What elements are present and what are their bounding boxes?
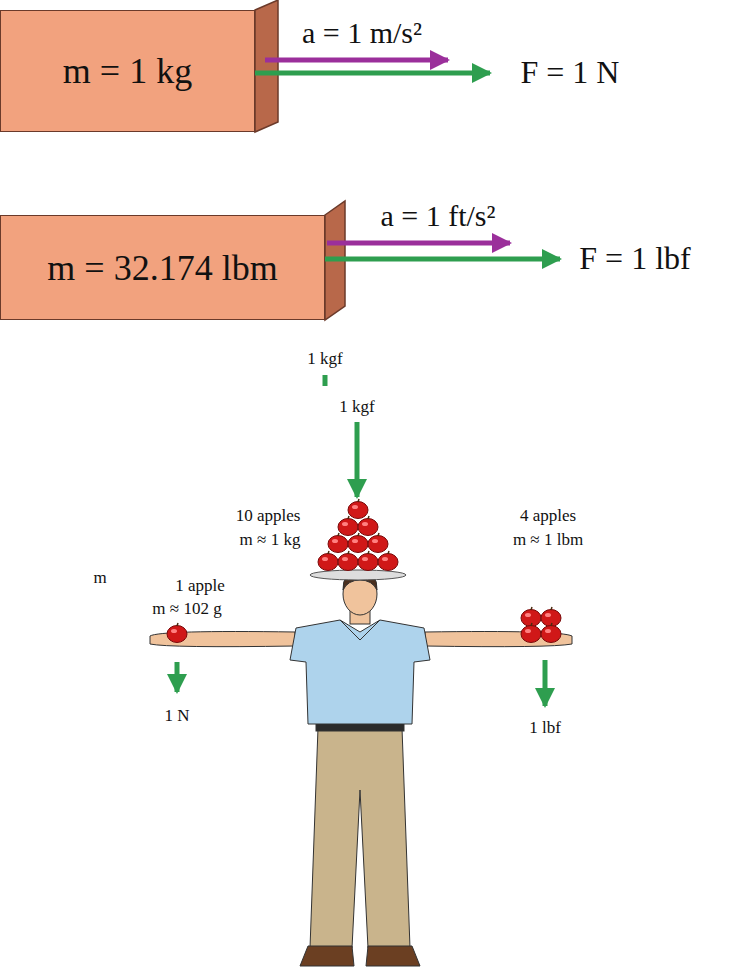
mass-label: m ≈ 102 g — [152, 600, 221, 619]
tray — [310, 570, 406, 580]
apple-count: 4 apples — [520, 507, 576, 526]
apple — [378, 551, 398, 571]
force-tick — [323, 375, 328, 386]
apple — [358, 516, 378, 536]
force-label: 1 N — [164, 707, 189, 726]
man-figure — [150, 572, 572, 966]
apple — [368, 533, 388, 553]
block-side — [255, 0, 278, 132]
force-arrow — [543, 660, 548, 706]
force-arrow — [175, 662, 180, 692]
force-label: 1 lbf — [529, 719, 561, 738]
acceleration-label: a = 1 ft/s² — [380, 199, 495, 232]
force-arrow — [325, 257, 560, 262]
force-label: 1 kgf — [307, 350, 342, 369]
mass-label: m — [93, 569, 106, 588]
apple — [541, 607, 561, 627]
apple — [328, 533, 348, 553]
apple — [167, 623, 187, 643]
apple — [348, 533, 368, 553]
apple — [521, 623, 541, 643]
apple — [318, 551, 338, 571]
mass-label: m = 32.174 lbm — [47, 247, 277, 289]
apple — [521, 607, 541, 627]
acceleration-arrow — [265, 58, 448, 63]
apple — [348, 499, 368, 519]
acceleration-label: a = 1 m/s² — [302, 16, 422, 49]
mass-block: m = 1 kg — [0, 10, 255, 132]
mass-block: m = 32.174 lbm — [0, 215, 325, 320]
force-label: F = 1 N — [521, 55, 620, 90]
apple-count: 1 apple — [175, 577, 225, 596]
apple — [338, 551, 358, 571]
apple — [358, 551, 378, 571]
apple-count: 10 apples — [236, 507, 301, 526]
apple — [338, 516, 358, 536]
force-arrow — [355, 422, 360, 497]
mass-label: m ≈ 1 lbm — [513, 531, 583, 550]
force-label: 1 kgf — [339, 398, 374, 417]
apples — [167, 499, 561, 643]
force-arrow — [255, 71, 490, 76]
mass-label: m ≈ 1 kg — [240, 531, 301, 550]
apple — [541, 623, 561, 643]
force-label: F = 1 lbf — [579, 241, 690, 276]
acceleration-arrow — [327, 241, 510, 246]
mass-label: m = 1 kg — [63, 50, 192, 92]
